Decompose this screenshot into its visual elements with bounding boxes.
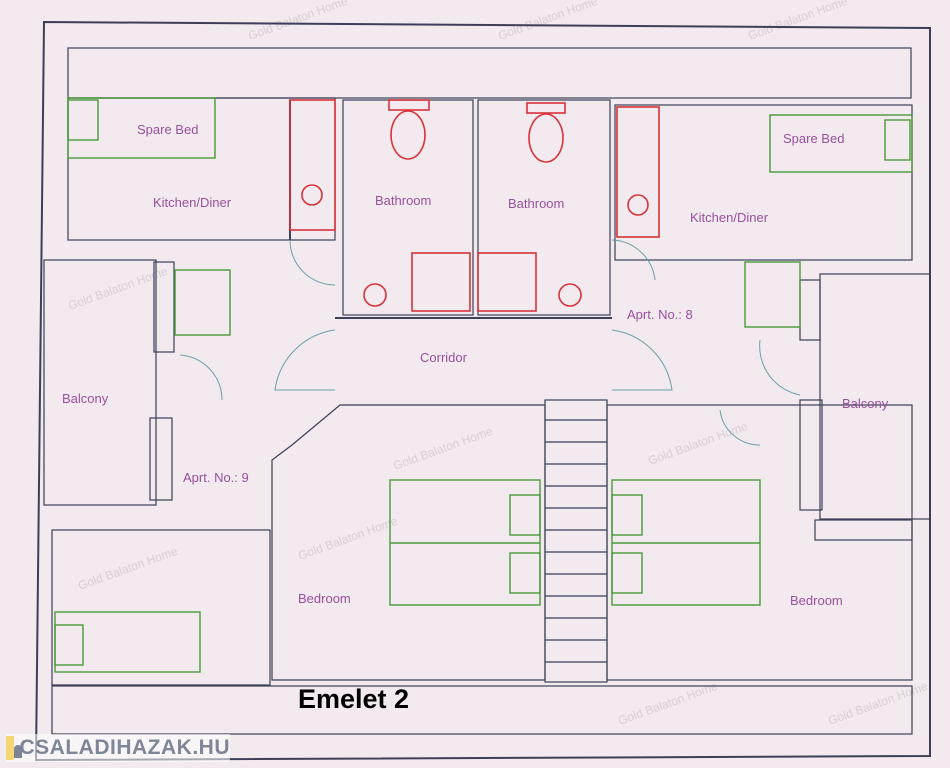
sanitary-fixtures	[289, 99, 660, 312]
pillow	[509, 494, 541, 536]
door-swing	[719, 409, 761, 446]
kitchen-left-wall	[67, 97, 336, 241]
pillow	[509, 552, 541, 594]
bathroom-right-wall	[477, 99, 611, 316]
bed-bottom-left	[54, 611, 201, 673]
door-swing	[611, 329, 673, 391]
room-bottom-left-wall	[51, 529, 271, 686]
door-swing	[274, 329, 336, 391]
outer-wall	[34, 20, 931, 762]
shower-icon	[411, 252, 471, 312]
washbasin-icon	[558, 283, 582, 307]
pillow	[611, 552, 643, 594]
logo-text: CSALADIHAZAK.HU	[19, 736, 230, 759]
label-apartment-9: Aprt. No.: 9	[183, 470, 249, 485]
door-swings	[179, 239, 801, 446]
stairs	[544, 399, 608, 683]
balcony-left-wall	[43, 259, 157, 506]
wall-segment	[814, 519, 913, 541]
pillow	[884, 119, 911, 161]
bottom-band	[51, 685, 913, 735]
door-swing	[179, 354, 223, 401]
window	[153, 261, 175, 353]
kitchen-right-wall	[614, 104, 913, 261]
label-kitchen-left: Kitchen/Diner	[153, 195, 232, 210]
dining-table-right	[744, 261, 801, 328]
watermark-text: Gold Balaton Home	[296, 514, 400, 563]
washbasin-icon	[363, 283, 387, 307]
label-spare-bed-right: Spare Bed	[783, 131, 844, 146]
label-bathroom-right: Bathroom	[508, 196, 564, 211]
top-band	[67, 47, 912, 99]
room-labels: Spare Bed Kitchen/Diner Bathroom Bathroo…	[62, 122, 889, 608]
pillow	[611, 494, 643, 536]
label-bedroom-left: Bedroom	[298, 591, 351, 606]
label-apartment-8: Aprt. No.: 8	[627, 307, 693, 322]
label-bedroom-right: Bedroom	[790, 593, 843, 608]
toilet-tank	[526, 102, 566, 114]
dining-table-left	[174, 269, 231, 336]
floor-title: Emelet 2	[298, 684, 410, 714]
watermark-text: Gold Balaton Home	[646, 419, 750, 468]
watermark-text: Gold Balaton Home	[496, 0, 600, 43]
door-swing	[759, 339, 801, 396]
window	[799, 399, 823, 511]
door-swing	[611, 239, 656, 281]
label-balcony-left: Balcony	[62, 391, 109, 406]
toilet-tank	[388, 99, 430, 111]
label-kitchen-right: Kitchen/Diner	[690, 210, 769, 225]
label-corridor: Corridor	[420, 350, 468, 365]
door-swing	[289, 239, 336, 286]
label-balcony-right: Balcony	[842, 396, 889, 411]
pillow	[67, 99, 99, 141]
balcony-right-wall	[819, 273, 931, 520]
watermark-text: Gold Balaton Home	[246, 0, 350, 43]
sink-icon	[301, 184, 323, 206]
house-icon	[6, 736, 21, 760]
label-spare-bed-left: Spare Bed	[137, 122, 198, 137]
site-logo: CSALADIHAZAK.HU	[6, 734, 230, 762]
spare-bed-right	[769, 114, 913, 173]
shower-icon	[477, 252, 537, 312]
window	[149, 417, 173, 501]
watermark-text: Gold Balaton Home	[746, 0, 850, 43]
sink-icon	[627, 194, 649, 216]
beds	[54, 97, 913, 673]
kitchen-counter	[289, 99, 336, 231]
watermark-text: Gold Balaton Home	[391, 424, 495, 473]
toilet-icon	[390, 110, 426, 160]
window	[799, 279, 821, 341]
toilet-icon	[528, 113, 564, 163]
watermark-text: Gold Balaton Home	[76, 544, 180, 593]
staircase	[544, 399, 608, 683]
label-bathroom-left: Bathroom	[375, 193, 431, 208]
kitchen-counter	[616, 106, 660, 238]
pillow	[54, 624, 84, 666]
